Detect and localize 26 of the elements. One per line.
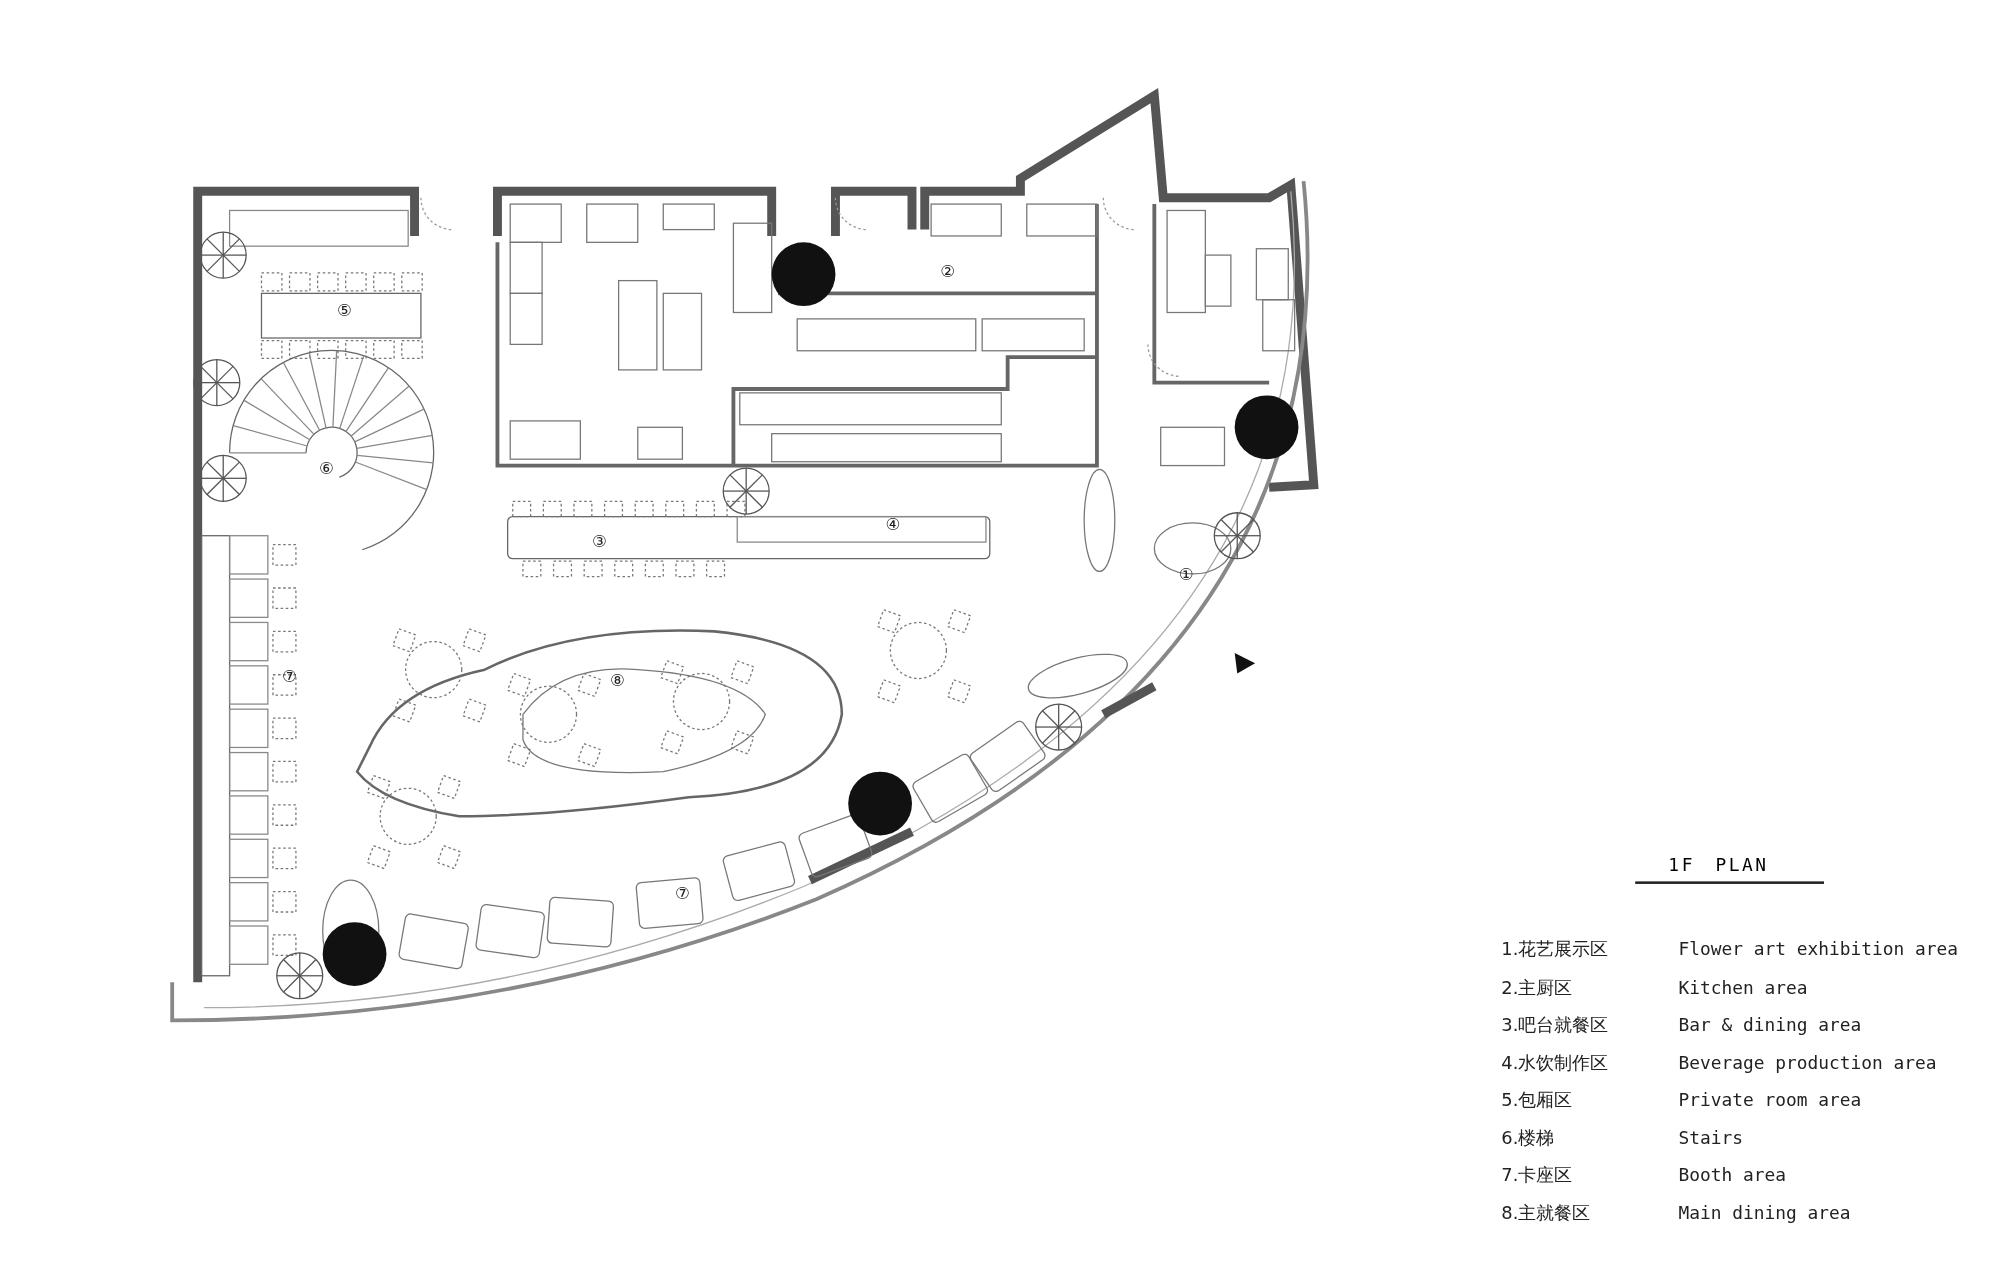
legend-item: 2.主厨区 — [1501, 977, 1572, 996]
legend-item: 7.卡座区 — [1501, 1165, 1572, 1184]
callout-number: ⑧ — [609, 671, 625, 689]
legend-item: 8.主就餐区 — [1501, 1203, 1590, 1222]
legend-item: 5.包厢区 — [1501, 1090, 1572, 1109]
callout-number: ③ — [592, 532, 607, 550]
legend-item: 6.楼梯 — [1501, 1128, 1555, 1147]
legend-item: 3.吧台就餐区 — [1501, 1015, 1608, 1034]
legend-description: Beverage production area — [1678, 1052, 1937, 1071]
legend-description: Stairs — [1678, 1128, 1744, 1147]
legend-description: Booth area — [1678, 1165, 1787, 1184]
legend-description: Flower art exhibition area — [1678, 940, 1959, 958]
plan-title: 1F PLAN — [1668, 855, 1769, 874]
legend-description: Main dining area — [1678, 1203, 1851, 1222]
callout-number: ⑦ — [282, 667, 297, 685]
callout-number: ⑤ — [336, 301, 352, 319]
legend-item: 1.花艺展示区 — [1501, 940, 1608, 958]
legend-description: Private room area — [1678, 1090, 1862, 1109]
legend-item: 4.水饮制作区 — [1501, 1052, 1608, 1071]
callout-number: ① — [1178, 565, 1194, 583]
legend-description: Bar & dining area — [1678, 1015, 1862, 1034]
callout-number: ② — [940, 263, 956, 280]
legend-description: Kitchen area — [1678, 977, 1808, 996]
callout-number: ④ — [885, 515, 901, 533]
callout-number: ⑦ — [674, 884, 690, 902]
callout-number: ⑥ — [319, 459, 334, 477]
